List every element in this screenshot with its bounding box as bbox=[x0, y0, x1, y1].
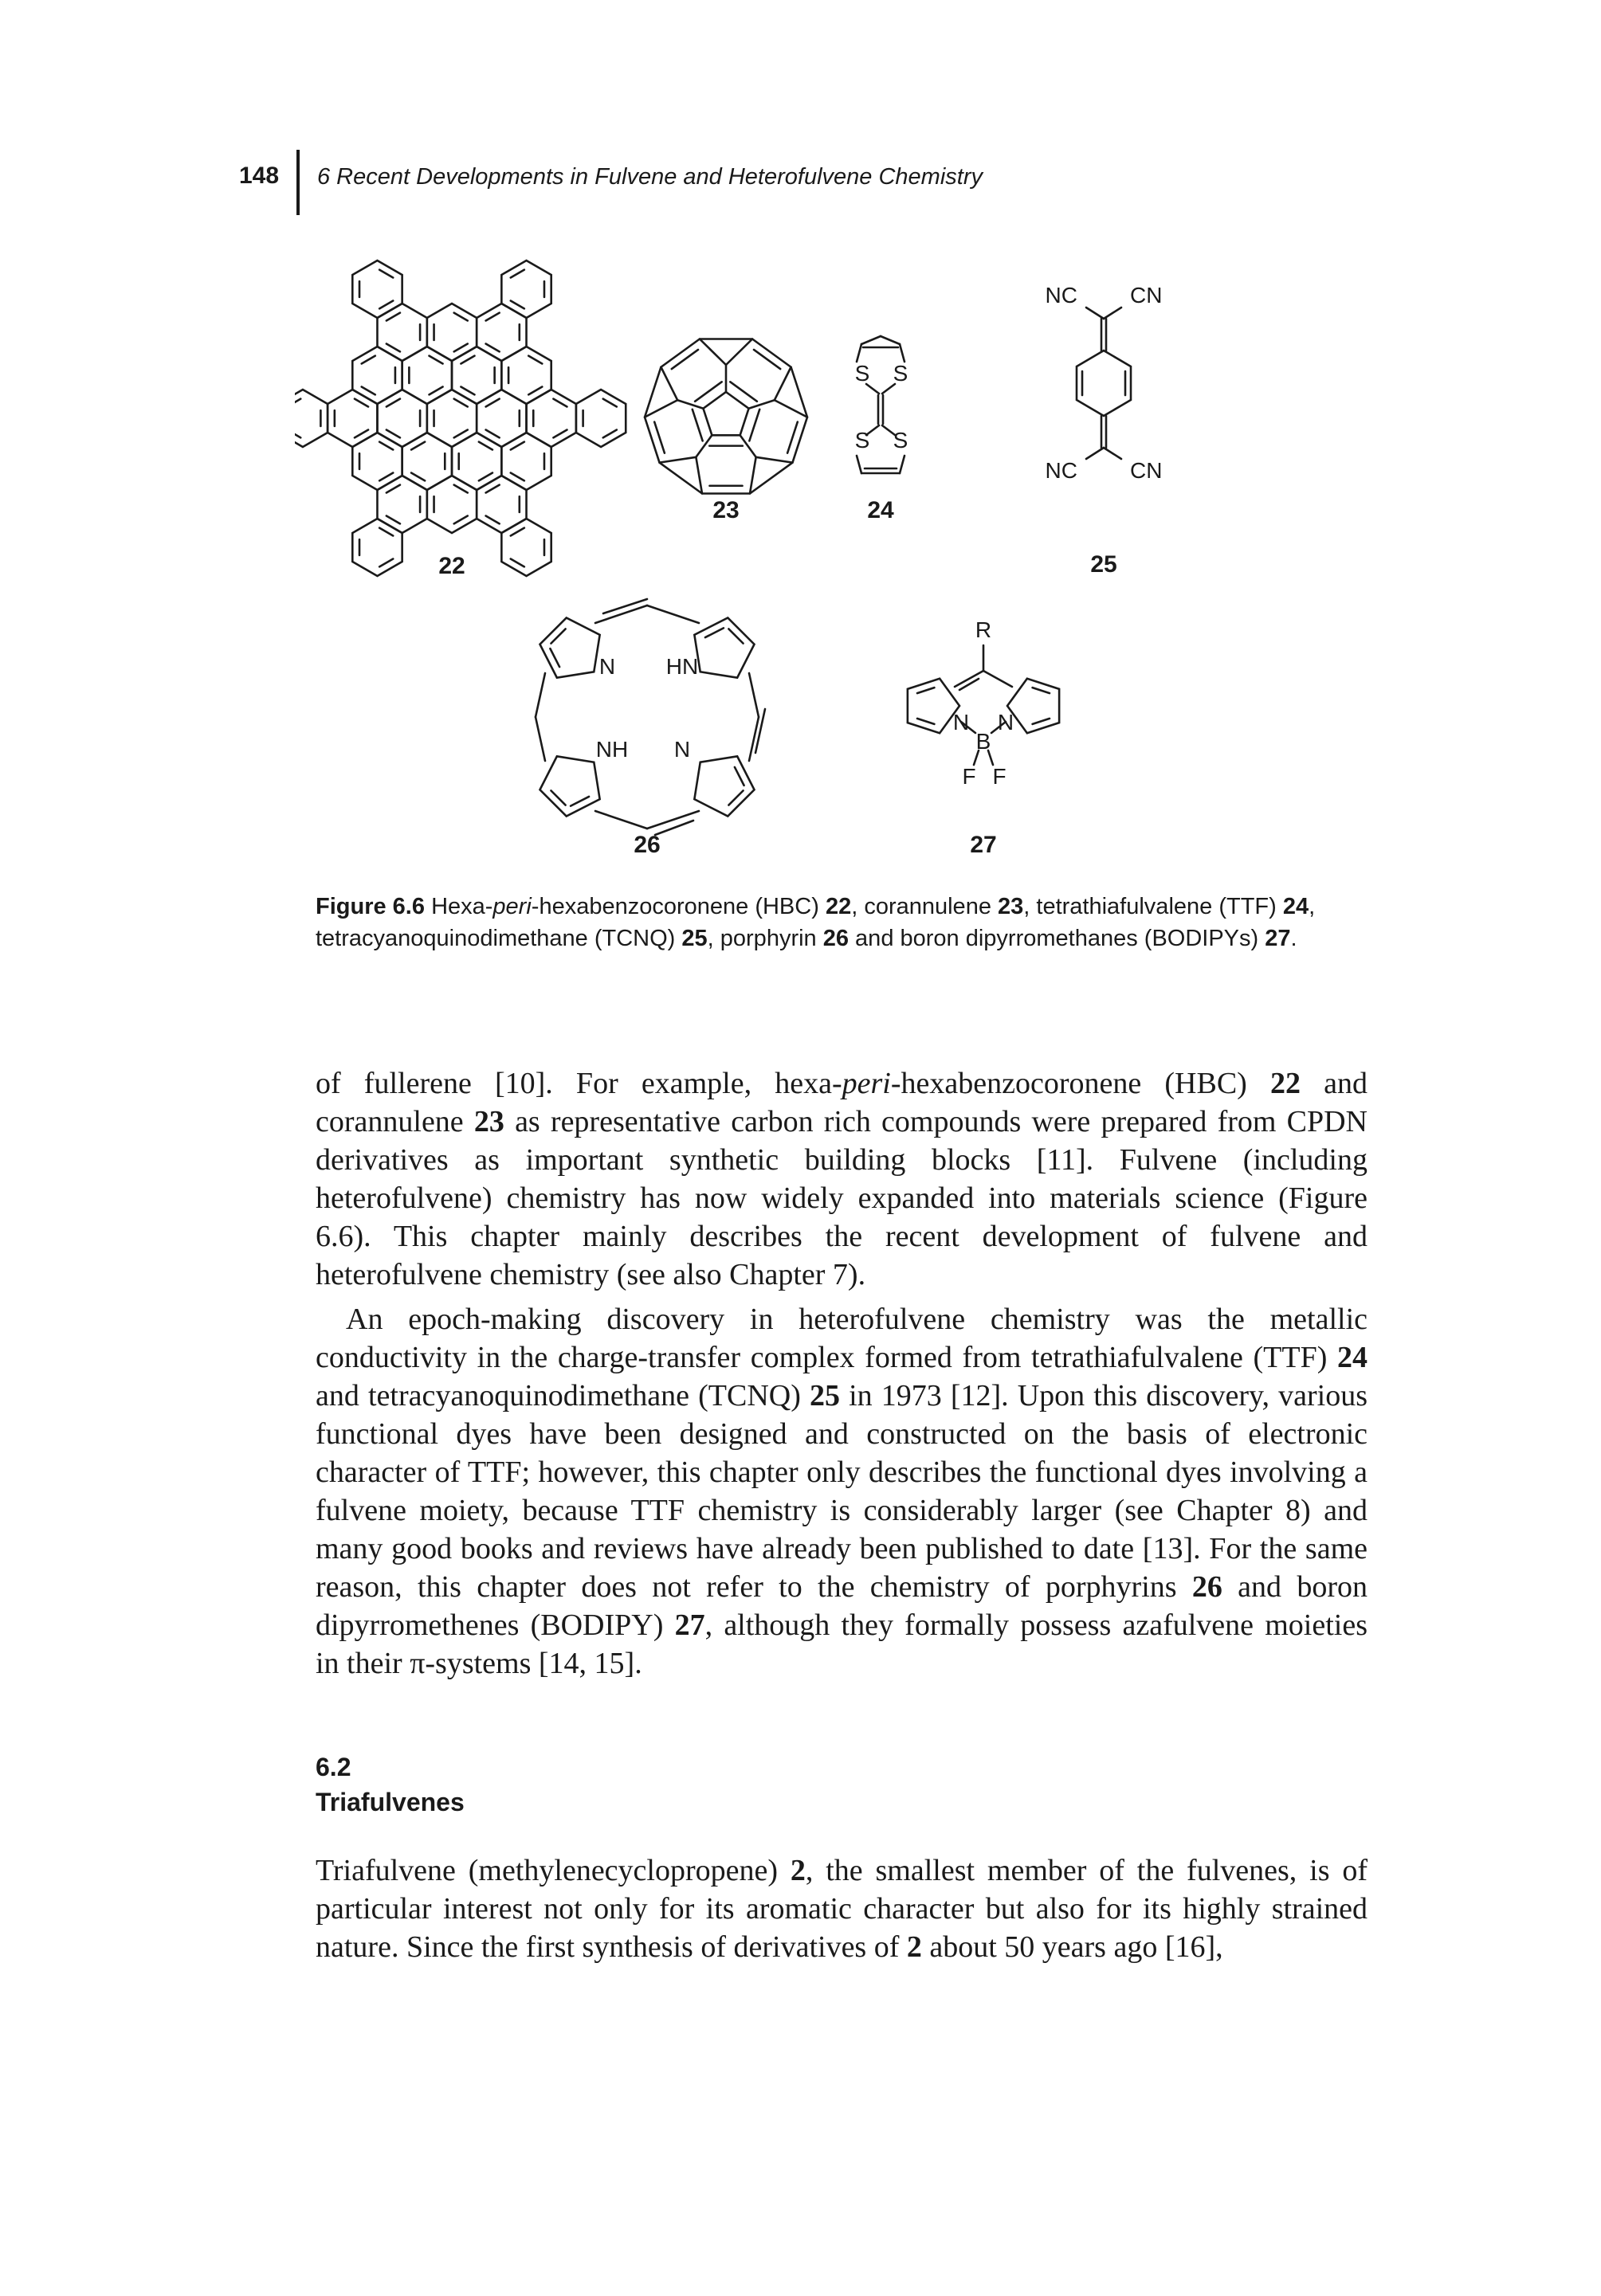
text-run: peri bbox=[842, 1067, 891, 1100]
caption-text: Hexa-peri-hexabenzocoronene (HBC) 22, co… bbox=[316, 894, 1315, 951]
paragraph-2: An epoch-making discovery in heterofulve… bbox=[316, 1300, 1368, 1683]
text-run: , tetrathiafulvalene (TTF) bbox=[1023, 894, 1283, 919]
section-heading: 6.2 Triafulvenes bbox=[316, 1749, 465, 1820]
running-title: 6 Recent Developments in Fulvene and Het… bbox=[317, 164, 983, 190]
text-run: -hexabenzocoronene (HBC) bbox=[531, 894, 826, 919]
atom-f-2: F bbox=[992, 764, 1006, 789]
atom-b: B bbox=[976, 729, 991, 754]
compound-number: 2 bbox=[906, 1930, 922, 1964]
compound-number: 25 bbox=[681, 926, 708, 951]
text-run: , although they formally possess azafulv… bbox=[316, 1608, 1368, 1680]
atom-nc-2: NC bbox=[1046, 458, 1077, 483]
compound-number: 25 bbox=[809, 1379, 840, 1412]
atom-n-1: N bbox=[599, 654, 615, 679]
text-run: An epoch-making discovery in heterofulve… bbox=[316, 1303, 1368, 1374]
text-run: about 50 years ago [16], bbox=[921, 1930, 1223, 1964]
compound-label-24: 24 bbox=[867, 497, 894, 523]
text-run: , tetracyanoquinodimethane (TCNQ) bbox=[316, 894, 1316, 951]
atom-n-4: N bbox=[998, 710, 1014, 735]
compound-number: 22 bbox=[1269, 1067, 1301, 1100]
atom-s-4: S bbox=[893, 428, 908, 453]
porphyrin-structure bbox=[534, 598, 767, 837]
text-run: of fullerene [10]. For example, hexa- bbox=[316, 1067, 842, 1100]
ttf-structure bbox=[855, 335, 906, 475]
compound-number: 27 bbox=[674, 1608, 705, 1642]
text-run: -hexabenzocoronene (HBC) bbox=[890, 1067, 1270, 1100]
section-number: 6.2 bbox=[316, 1753, 351, 1781]
atom-s-3: S bbox=[855, 428, 870, 453]
compound-number: 2 bbox=[790, 1854, 806, 1887]
atom-nc-1: NC bbox=[1046, 283, 1077, 308]
text-run: and tetracyanoquinodimethane (TCNQ) bbox=[316, 1379, 810, 1412]
figure-caption: Figure 6.6 Hexa-peri-hexabenzocoronene (… bbox=[316, 891, 1368, 954]
tcnq-structure bbox=[1075, 306, 1132, 460]
paragraph-3: Triafulvene (methylenecyclopropene) 2, t… bbox=[316, 1851, 1368, 1966]
compound-number: 26 bbox=[822, 926, 849, 951]
text-run: , corannulene bbox=[851, 894, 999, 919]
atom-n-2: N bbox=[674, 737, 690, 762]
text-run: and corannulene bbox=[316, 1067, 1368, 1138]
compound-label-26: 26 bbox=[634, 832, 660, 858]
caption-label: Figure 6.6 bbox=[316, 894, 425, 919]
compound-number: 24 bbox=[1282, 894, 1309, 919]
atom-f-1: F bbox=[962, 764, 975, 789]
text-run: , the smallest member of the fulvenes, i… bbox=[316, 1854, 1368, 1964]
compound-number: 27 bbox=[1265, 926, 1291, 951]
text-run: in 1973 [12]. Upon this discovery, vario… bbox=[316, 1379, 1368, 1604]
compound-number: 22 bbox=[825, 894, 852, 919]
hbc-structure bbox=[295, 259, 627, 578]
text-run: peri bbox=[492, 894, 532, 919]
header-rule bbox=[296, 150, 300, 215]
atom-n-3: N bbox=[953, 710, 969, 735]
text-run: Hexa- bbox=[431, 894, 493, 919]
text-run: , porphyrin bbox=[707, 926, 823, 951]
section-title: Triafulvenes bbox=[316, 1788, 465, 1816]
atom-r: R bbox=[975, 617, 991, 642]
atom-s-2: S bbox=[893, 361, 908, 386]
compound-label-23: 23 bbox=[712, 497, 739, 523]
atom-cn-1: CN bbox=[1130, 283, 1162, 308]
atom-s-1: S bbox=[855, 361, 870, 386]
atom-hn: HN bbox=[666, 654, 698, 679]
bodipy-structure bbox=[906, 644, 1061, 766]
text-run: as representative carbon rich compounds … bbox=[316, 1105, 1368, 1291]
compound-label-27: 27 bbox=[970, 832, 996, 858]
page-number: 148 bbox=[239, 163, 280, 189]
paragraph-1: of fullerene [10]. For example, hexa-per… bbox=[316, 1064, 1368, 1294]
text-run: Triafulvene (methylenecyclopropene) bbox=[316, 1854, 791, 1887]
text-run: and boron dipyrromethanes (BODIPYs) bbox=[849, 926, 1265, 951]
compound-number: 24 bbox=[1337, 1341, 1368, 1374]
compound-label-25: 25 bbox=[1090, 551, 1116, 578]
compound-number: 26 bbox=[1191, 1570, 1222, 1604]
text-run: and boron dipyrromethenes (BODIPY) bbox=[316, 1570, 1368, 1642]
compound-number: 23 bbox=[473, 1105, 504, 1138]
compound-number: 23 bbox=[998, 894, 1024, 919]
corannulene-structure bbox=[643, 338, 809, 495]
atom-cn-2: CN bbox=[1130, 458, 1162, 483]
text-run: . bbox=[1290, 926, 1297, 951]
atom-nh: NH bbox=[596, 737, 628, 762]
compound-label-22: 22 bbox=[438, 553, 465, 579]
